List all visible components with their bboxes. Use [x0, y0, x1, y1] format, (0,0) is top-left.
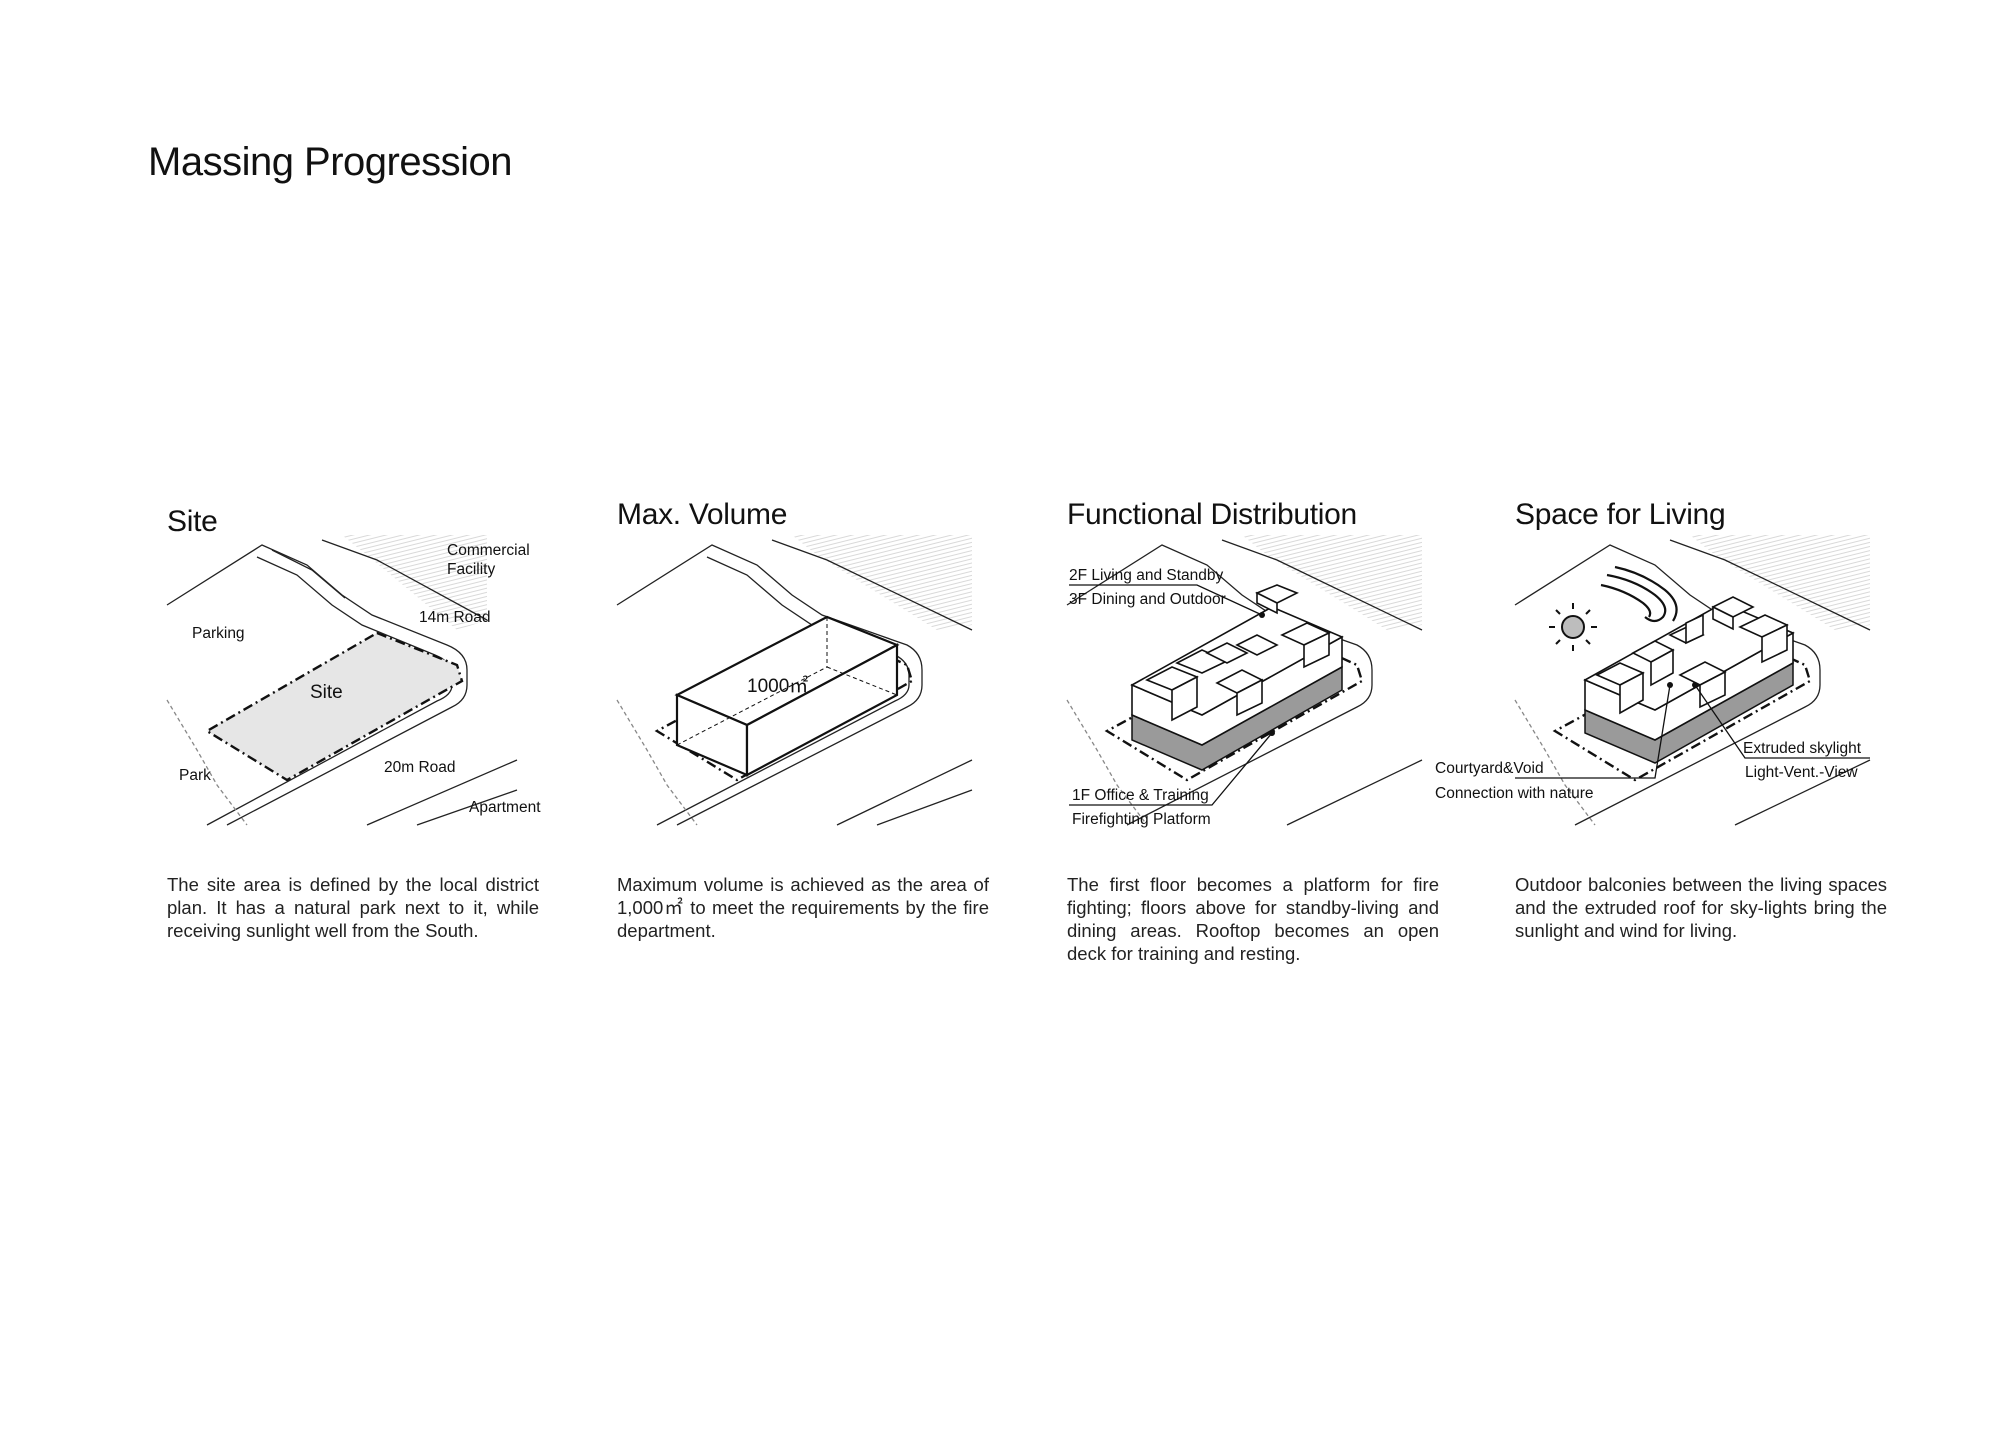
site-diagram: Commercial Facility 14m Road Parking Sit…	[166, 535, 541, 826]
leader-upper	[1069, 584, 1263, 616]
living-diagram: Extruded skylight Light-Vent.-View Court…	[1435, 535, 1871, 826]
label-upper-2: 3F Dining and Outdoor	[1069, 591, 1226, 608]
label-skylight-1: Extruded skylight	[1743, 740, 1862, 757]
leader-dot	[1269, 730, 1275, 736]
panel-space-for-living: Space for Living	[1435, 490, 1895, 990]
road-edge	[1734, 759, 1871, 826]
road-edge	[1669, 539, 1871, 631]
panel-functional-distribution: Functional Distribution	[1066, 490, 1447, 990]
wind-icon	[1600, 565, 1678, 623]
leader-skylight	[1694, 684, 1870, 759]
panel-site: Site Commercial Facility 14m Road Parkin…	[166, 490, 547, 990]
max-volume-box	[674, 615, 900, 777]
label-commercial-1: Commercial	[447, 542, 530, 559]
leader-dot	[1259, 612, 1265, 618]
upper-masses	[1583, 596, 1795, 741]
panel-title-functional-distribution: Functional Distribution	[1067, 498, 1357, 531]
label-commercial-2: Facility	[447, 561, 495, 578]
panel-title-max-volume: Max. Volume	[617, 498, 788, 531]
road-edge	[771, 539, 973, 631]
description-site: The site area is defined by the local di…	[167, 874, 539, 941]
description-max-volume: Maximum volume is achieved as the area o…	[617, 874, 989, 941]
label-apartment: Apartment	[469, 799, 541, 816]
page-title: Massing Progression	[148, 140, 513, 184]
road-edge	[166, 544, 468, 826]
road-edge	[1514, 699, 1596, 826]
road-edge	[1221, 539, 1423, 631]
road-edge	[271, 549, 346, 599]
panel-title-space-for-living: Space for Living	[1515, 498, 1726, 531]
road-edge	[616, 544, 923, 826]
functional-diagram: 2F Living and Standby 3F Dining and Outd…	[1066, 535, 1423, 828]
volume-diagram: 1000㎡	[616, 535, 973, 826]
panel-max-volume: Max. Volume 1000㎡ Maximum volum	[616, 490, 997, 990]
label-area: 1000㎡	[747, 674, 808, 697]
label-lower-2: Firefighting Platform	[1072, 811, 1211, 828]
site-area	[204, 631, 464, 782]
label-court-2: Connection with nature	[1435, 785, 1594, 802]
road-edge	[321, 539, 488, 621]
commercial-hatch	[792, 535, 972, 630]
leader-dot	[1667, 682, 1673, 688]
road-edge	[836, 759, 973, 826]
label-skylight-2: Light-Vent.-View	[1745, 764, 1858, 781]
label-site: Site	[310, 682, 343, 703]
upper-masses	[1130, 584, 1344, 746]
leader-lower	[1069, 732, 1273, 806]
road-edge	[416, 789, 518, 826]
label-parking: Parking	[192, 625, 245, 642]
label-road14: 14m Road	[419, 609, 491, 626]
panel-title-site: Site	[167, 505, 218, 538]
label-road20: 20m Road	[384, 759, 456, 776]
road-edge	[166, 699, 248, 826]
road-edge	[1286, 759, 1423, 826]
sun-icon	[1549, 603, 1597, 651]
label-park: Park	[179, 767, 211, 784]
label-upper-1: 2F Living and Standby	[1069, 567, 1223, 584]
commercial-hatch	[1690, 535, 1870, 630]
road-edge	[876, 789, 973, 826]
commercial-hatch	[342, 535, 487, 630]
description-functional-distribution: The first floor becomes a platform for f…	[1067, 874, 1439, 964]
commercial-hatch	[1242, 535, 1422, 630]
leader-courtyard	[1515, 684, 1671, 779]
road-edge	[366, 759, 518, 826]
label-lower-1: 1F Office & Training	[1072, 787, 1209, 804]
label-court-1: Courtyard&Void	[1435, 760, 1544, 777]
road-edge	[1066, 699, 1148, 826]
road-edge	[616, 699, 698, 826]
description-space-for-living: Outdoor balconies between the living spa…	[1515, 874, 1887, 941]
leader-dot	[1692, 682, 1698, 688]
